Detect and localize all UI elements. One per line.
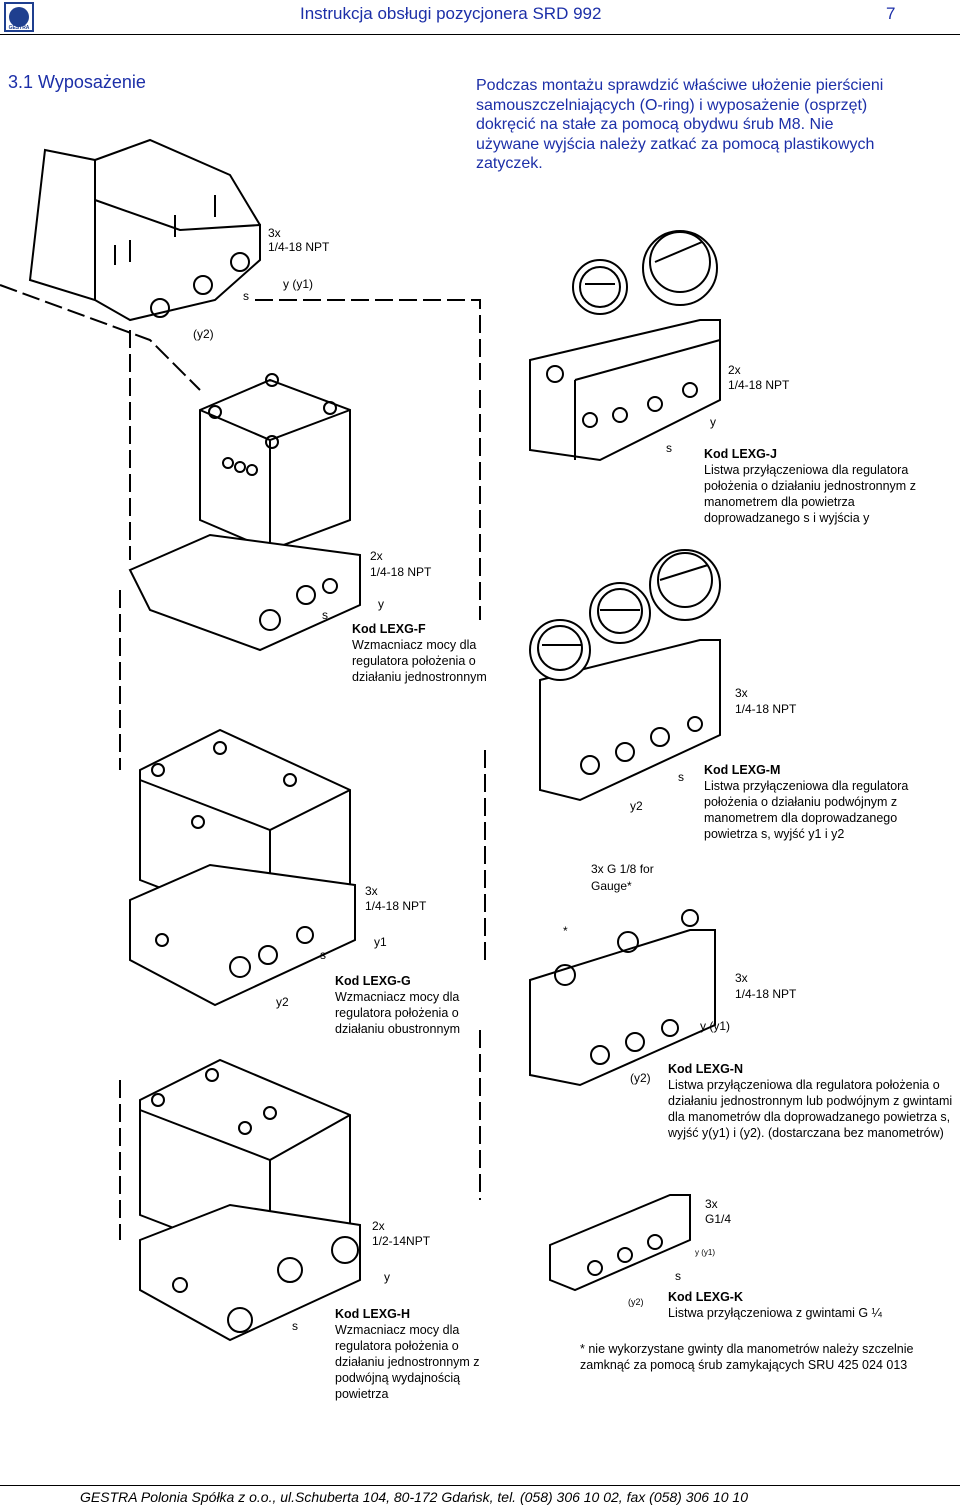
footer-divider xyxy=(0,1485,960,1486)
footnote-plugs: * nie wykorzystane gwinty dla manometrów… xyxy=(580,1342,914,1372)
label-g-y2: y2 xyxy=(276,995,289,1009)
label-n-y2: (y2) xyxy=(630,1071,651,1085)
label-top-ports: 3x xyxy=(268,226,281,240)
caption-lexg-j: Kod LEXG-J Listwa przyłączeniowa dla reg… xyxy=(704,446,944,526)
caption-lexg-h: Kod LEXG-H Wzmacniacz mocy dla regulator… xyxy=(335,1306,485,1402)
label-m-ports: 3x xyxy=(735,686,748,700)
label-f-ports: 2x xyxy=(370,549,383,563)
label-k-y2: (y2) xyxy=(628,1297,644,1307)
label-m-y2: y2 xyxy=(630,799,643,813)
label-j-thread: 1/4-18 NPT xyxy=(728,378,790,392)
lexg-f-booster-drawing xyxy=(128,373,361,652)
header-divider xyxy=(0,34,960,35)
positioner-housing-drawing xyxy=(28,138,261,322)
page-number: 7 xyxy=(886,4,896,23)
label-top-y: y (y1) xyxy=(283,277,313,291)
document-title: Instrukcja obsługi pozycjonera SRD 992 xyxy=(300,4,602,23)
caption-code: Kod LEXG-M xyxy=(704,763,781,777)
label-f-s: s xyxy=(322,608,328,622)
label-top-y2: (y2) xyxy=(193,327,214,341)
lexg-n-manifold-drawing xyxy=(529,909,716,1087)
label-h-ports: 2x xyxy=(372,1219,385,1233)
caption-code: Kod LEXG-K xyxy=(668,1290,743,1304)
caption-code: Kod LEXG-H xyxy=(335,1307,410,1321)
label-top-thread: 1/4-18 NPT xyxy=(268,240,330,254)
label-h-thread: 1/2-14NPT xyxy=(372,1234,431,1248)
lexg-k-manifold-drawing xyxy=(549,1194,691,1292)
lexg-g-booster-drawing xyxy=(129,728,356,1007)
label-k-s: s xyxy=(675,1269,681,1283)
lexg-j-manifold-drawing xyxy=(529,230,721,462)
caption-code: Kod LEXG-J xyxy=(704,447,777,461)
caption-lexg-n: Kod LEXG-N Listwa przyłączeniowa dla reg… xyxy=(668,1061,958,1141)
caption-lexg-g: Kod LEXG-G Wzmacniacz mocy dla regulator… xyxy=(335,973,475,1037)
label-h-y: y xyxy=(384,1270,390,1284)
caption-text: Wzmacniacz mocy dla regulatora położenia… xyxy=(335,1323,480,1401)
caption-code: Kod LEXG-G xyxy=(335,974,411,988)
gestra-logo: GESTRA xyxy=(4,2,34,32)
label-h-s: s xyxy=(292,1319,298,1333)
lexg-h-booster-drawing xyxy=(139,1058,361,1342)
label-top-s: s xyxy=(243,289,249,303)
caption-text: Listwa przyłączeniowa dla regulatora poł… xyxy=(704,463,916,525)
label-k-y1: y (y1) xyxy=(695,1248,715,1257)
caption-text: Listwa przyłączeniowa z gwintami G ¼ xyxy=(668,1306,882,1320)
label-f-y: y xyxy=(378,597,384,611)
label-f-thread: 1/4-18 NPT xyxy=(370,565,432,579)
label-g-y1: y1 xyxy=(374,935,387,949)
label-n-gauge-2: Gauge* xyxy=(591,879,632,893)
label-j-ports: 2x xyxy=(728,363,741,377)
label-j-s: s xyxy=(666,441,672,455)
label-n-thread: 1/4-18 NPT xyxy=(735,987,797,1001)
caption-code: Kod LEXG-N xyxy=(668,1062,743,1076)
label-m-thread: 1/4-18 NPT xyxy=(735,702,797,716)
logo-text: GESTRA xyxy=(8,25,30,31)
caption-lexg-m: Kod LEXG-M Listwa przyłączeniowa dla reg… xyxy=(704,762,934,842)
footer-contact: GESTRA Polonia Spółka z o.o., ul.Schuber… xyxy=(80,1489,749,1505)
intro-paragraph: Podczas montażu sprawdzić właściwe ułoże… xyxy=(476,77,884,172)
label-k-ports: 3x xyxy=(705,1197,718,1211)
label-j-y: y xyxy=(710,415,716,429)
caption-lexg-f: Kod LEXG-F Wzmacniacz mocy dla regulator… xyxy=(352,621,492,685)
lexg-m-manifold-drawing xyxy=(529,549,721,802)
caption-text: Listwa przyłączeniowa dla regulatora poł… xyxy=(704,779,909,841)
logo-emblem-icon xyxy=(9,7,29,27)
section-title: 3.1 Wyposażenie xyxy=(8,72,146,92)
label-k-thread: G1/4 xyxy=(705,1212,731,1226)
label-n-gauge-1: 3x G 1/8 for xyxy=(591,862,654,876)
caption-text: Listwa przyłączeniowa dla regulatora poł… xyxy=(668,1078,953,1140)
caption-text: Wzmacniacz mocy dla regulatora położenia… xyxy=(352,638,487,684)
label-g-ports: 3x xyxy=(365,884,378,898)
caption-code: Kod LEXG-F xyxy=(352,622,426,636)
label-n-y: y (y1) xyxy=(700,1019,730,1033)
label-n-ports: 3x xyxy=(735,971,748,985)
label-n-star: * xyxy=(563,924,568,938)
dashed-mounting-lines xyxy=(0,284,486,1240)
caption-text: Wzmacniacz mocy dla regulatora położenia… xyxy=(335,990,461,1036)
label-g-thread: 1/4-18 NPT xyxy=(365,899,427,913)
label-m-s: s xyxy=(678,770,684,784)
caption-lexg-k: Kod LEXG-K Listwa przyłączeniowa z gwint… xyxy=(668,1289,948,1321)
label-g-s: s xyxy=(320,948,326,962)
